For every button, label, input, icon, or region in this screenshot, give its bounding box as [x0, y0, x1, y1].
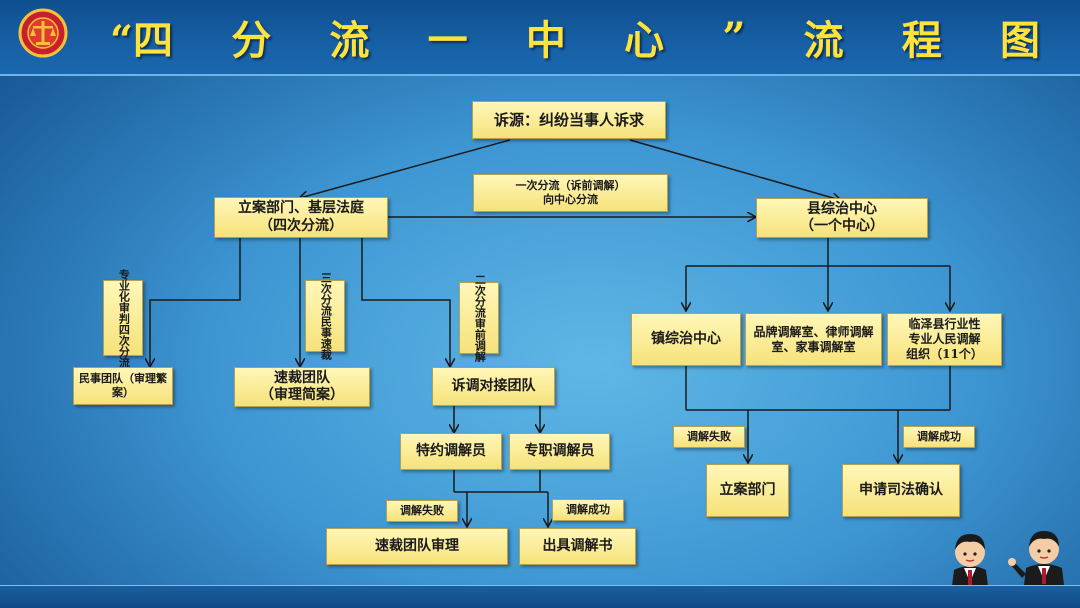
quick-team-line1: 速裁团队	[274, 369, 330, 386]
quick-team-box: 速裁团队 （审理简案）	[234, 367, 370, 407]
title-char: 流	[803, 17, 844, 64]
second-flow-label-box: 二次分流 审前调解	[459, 274, 499, 362]
connector-source-to-filing	[300, 139, 511, 198]
pretrial-mediation-label: 审前调解	[473, 318, 487, 362]
docking-team-box: 诉调对接团队	[432, 367, 555, 406]
docking-team-label: 诉调对接团队	[451, 377, 536, 394]
second-flow-label: 二次分流	[473, 274, 487, 318]
title-char: 中	[525, 17, 566, 64]
industry-org-line3: 组织（11个）	[906, 347, 983, 361]
connector-source-to-county	[629, 139, 840, 200]
footer-bar	[0, 585, 1080, 608]
fourth-flow-label: 四次分流	[117, 323, 131, 368]
town-center-label: 镇综治中心	[651, 330, 721, 347]
header-bar: “四 分 流 一 中 心 ” 流 程 图	[0, 0, 1080, 76]
mediation-fail-left-tag: 调解失败	[386, 500, 458, 522]
source-label: 诉源：纠纷当事人诉求	[493, 110, 644, 129]
filing-dept-box: 立案部门	[706, 464, 789, 517]
issue-doc-box: 出具调解书	[519, 528, 636, 565]
filing-label-line2: （四次分流）	[259, 217, 343, 234]
mediation-success-left-label: 调解成功	[566, 503, 610, 517]
industry-org-line1: 临泽县行业性	[908, 317, 981, 331]
third-flow-label: 三次分流	[319, 272, 333, 316]
title-char: 分	[231, 17, 272, 64]
title-char: 流	[329, 17, 370, 64]
first-flow-line1: 一次分流（诉前调解）	[515, 179, 626, 193]
source-box: 诉源：纠纷当事人诉求	[472, 101, 666, 139]
title-char: “四	[110, 17, 174, 64]
quick-trial-label: 速裁团队审理	[375, 537, 459, 554]
connector-to-civil-team	[150, 238, 241, 366]
title-char: 心	[624, 17, 665, 64]
mediation-fail-right-tag: 调解失败	[673, 426, 745, 448]
civil-quick-label: 民事速裁	[319, 316, 333, 360]
full-mediator-box: 专职调解员	[509, 433, 610, 470]
title-char: 程	[901, 17, 942, 64]
civil-team-label: 民事团队（审理繁案）	[79, 372, 167, 399]
specialized-trial-label: 专业化审判	[117, 268, 131, 324]
third-flow-label-box: 三次分流 民事速裁	[305, 272, 345, 360]
brand-rooms-label: 品牌调解室、律师调解室、家事调解室	[753, 324, 874, 354]
first-flow-line2: 向中心分流	[543, 193, 598, 206]
title-char: ”	[722, 13, 746, 61]
county-center-box: 县综治中心 （一个中心）	[756, 198, 928, 238]
quick-trial-box: 速裁团队审理	[326, 528, 508, 565]
title-char: 图	[1000, 17, 1040, 64]
fourth-flow-label-box: 专业化审判 四次分流	[103, 269, 143, 368]
filing-dept-label: 立案部门	[719, 481, 776, 498]
mediation-fail-right-label: 调解失败	[687, 430, 731, 444]
special-mediator-box: 特约调解员	[400, 433, 502, 470]
filing-label-line1: 立案部门、基层法庭	[238, 200, 364, 216]
court-emblem-icon	[18, 8, 68, 58]
first-flow-box: 一次分流（诉前调解） 向中心分流	[473, 174, 668, 212]
mediation-fail-left-label: 调解失败	[400, 504, 444, 518]
town-center-box: 镇综治中心	[631, 313, 741, 366]
full-mediator-label: 专职调解员	[524, 442, 595, 459]
page-title: “四 分 流 一 中 心 ” 流 程 图	[110, 6, 1040, 68]
mediation-success-left-tag: 调解成功	[552, 499, 624, 521]
mediation-success-right-label: 调解成功	[917, 430, 961, 444]
judicial-confirm-label: 申请司法确认	[859, 481, 943, 498]
industry-org-box: 临泽县行业性 专业人民调解 组织（11个）	[887, 313, 1002, 366]
civil-team-box: 民事团队（审理繁案）	[73, 367, 173, 405]
judicial-confirm-box: 申请司法确认	[842, 464, 960, 517]
county-label-line2: （一个中心）	[800, 218, 884, 234]
industry-org-line2: 专业人民调解	[908, 332, 981, 346]
title-char: 一	[427, 17, 468, 64]
county-label-line1: 县综治中心	[807, 200, 877, 217]
filing-box: 立案部门、基层法庭 （四次分流）	[214, 197, 388, 238]
connector-to-docking-team	[361, 238, 450, 366]
brand-rooms-box: 品牌调解室、律师调解室、家事调解室	[745, 313, 882, 366]
mediation-success-right-tag: 调解成功	[903, 426, 975, 448]
special-mediator-label: 特约调解员	[416, 442, 486, 459]
quick-team-line2: （审理简案）	[260, 387, 344, 403]
issue-doc-label: 出具调解书	[542, 537, 613, 554]
